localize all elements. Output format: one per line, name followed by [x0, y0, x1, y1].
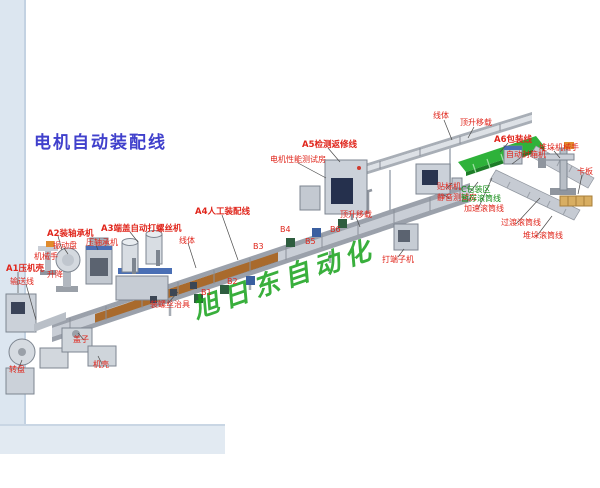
- elevated-line: [352, 112, 532, 214]
- manual-belt: [95, 252, 278, 323]
- label-auto-carton-sealer: 自动封箱机: [506, 150, 546, 159]
- label-lifter: 升降: [47, 270, 63, 279]
- a2-bearing-cell: [38, 237, 113, 292]
- label-a3-screw-machine: A3端盖自动打螺丝机: [101, 224, 182, 234]
- green-belt-conveyor: [458, 136, 544, 176]
- label-terminal-crimping-machine: 打端子机: [382, 255, 414, 264]
- leader-lines: [17, 119, 583, 371]
- label-transition-roller-line: 过渡滚筒线: [501, 218, 541, 227]
- label-cover: 盖子: [73, 335, 89, 344]
- label-station-b2: B2: [227, 277, 238, 286]
- label-turntable: 转盘: [9, 365, 25, 374]
- label-bearing-press: 压轴承机: [86, 238, 118, 247]
- label-speedup-roller-line: 加速滚筒线: [464, 204, 504, 213]
- station-bins: [194, 219, 347, 303]
- label-station-b5: B5: [305, 237, 316, 246]
- label-line-body-mid: 线体: [179, 236, 195, 245]
- label-station-b1: B1: [201, 288, 212, 297]
- label-motor-performance-test-room: 电机性能测试房: [270, 155, 326, 164]
- label-robot-arm: 机械手: [34, 252, 58, 261]
- label-a2-bearing-machine: A2装轴承机: [47, 229, 94, 239]
- label-stacking-robot: 堆垛机械手: [539, 143, 579, 152]
- housing-feeder: [87, 345, 117, 367]
- label-screw-fixture: 装螺丝治具: [150, 300, 190, 309]
- performance-test-cabinet: [299, 159, 368, 215]
- label-a1-press-housing: A1压机壳: [6, 264, 44, 274]
- label-housing: 机壳: [93, 360, 109, 369]
- label-vibratory-bowl: 振动盘: [53, 241, 77, 250]
- cover-feeder: [61, 327, 93, 353]
- silent-test-cabinet: [415, 163, 463, 195]
- label-buffer-roller-line: 暂存滚筒线: [461, 194, 501, 203]
- a3-screw-machine: [115, 230, 172, 301]
- screw-fixtures: [150, 282, 197, 303]
- label-infeed-conveyor: 输送线: [10, 277, 34, 286]
- label-labeling-machine: 贴标机: [437, 182, 461, 191]
- robot-arm-shape: [45, 250, 51, 271]
- label-line-body-top: 线体: [433, 111, 449, 120]
- label-station-b4: B4: [280, 225, 291, 234]
- label-pallet: 卡板: [577, 167, 593, 176]
- label-station-b3: B3: [253, 242, 264, 251]
- label-stacking-roller-line: 堆垛滚筒线: [523, 231, 563, 240]
- infeed-conveyor-band: [34, 312, 66, 332]
- label-a6-packing-line: A6包装线: [494, 135, 532, 145]
- wall-panels: [0, 0, 225, 454]
- label-silent-test-room: 静音测试房: [437, 193, 477, 202]
- diagram-title: 电机自动装配线: [34, 133, 167, 153]
- label-c-packing-area: C包装区: [461, 185, 491, 194]
- a1-press-cell: [5, 293, 117, 395]
- terminal-crimper: [393, 223, 419, 251]
- label-a4-manual-assembly-line: A4人工装配线: [195, 207, 250, 217]
- label-station-b6: B6: [330, 225, 341, 234]
- label-a5-test-repair-line: A5检测返修线: [302, 140, 357, 150]
- label-lift-transfer-mid: 顶升移载: [340, 210, 372, 219]
- label-lift-transfer-top: 顶升移载: [460, 118, 492, 127]
- roller-line-2: [489, 169, 581, 221]
- pallet-shape: [559, 195, 593, 207]
